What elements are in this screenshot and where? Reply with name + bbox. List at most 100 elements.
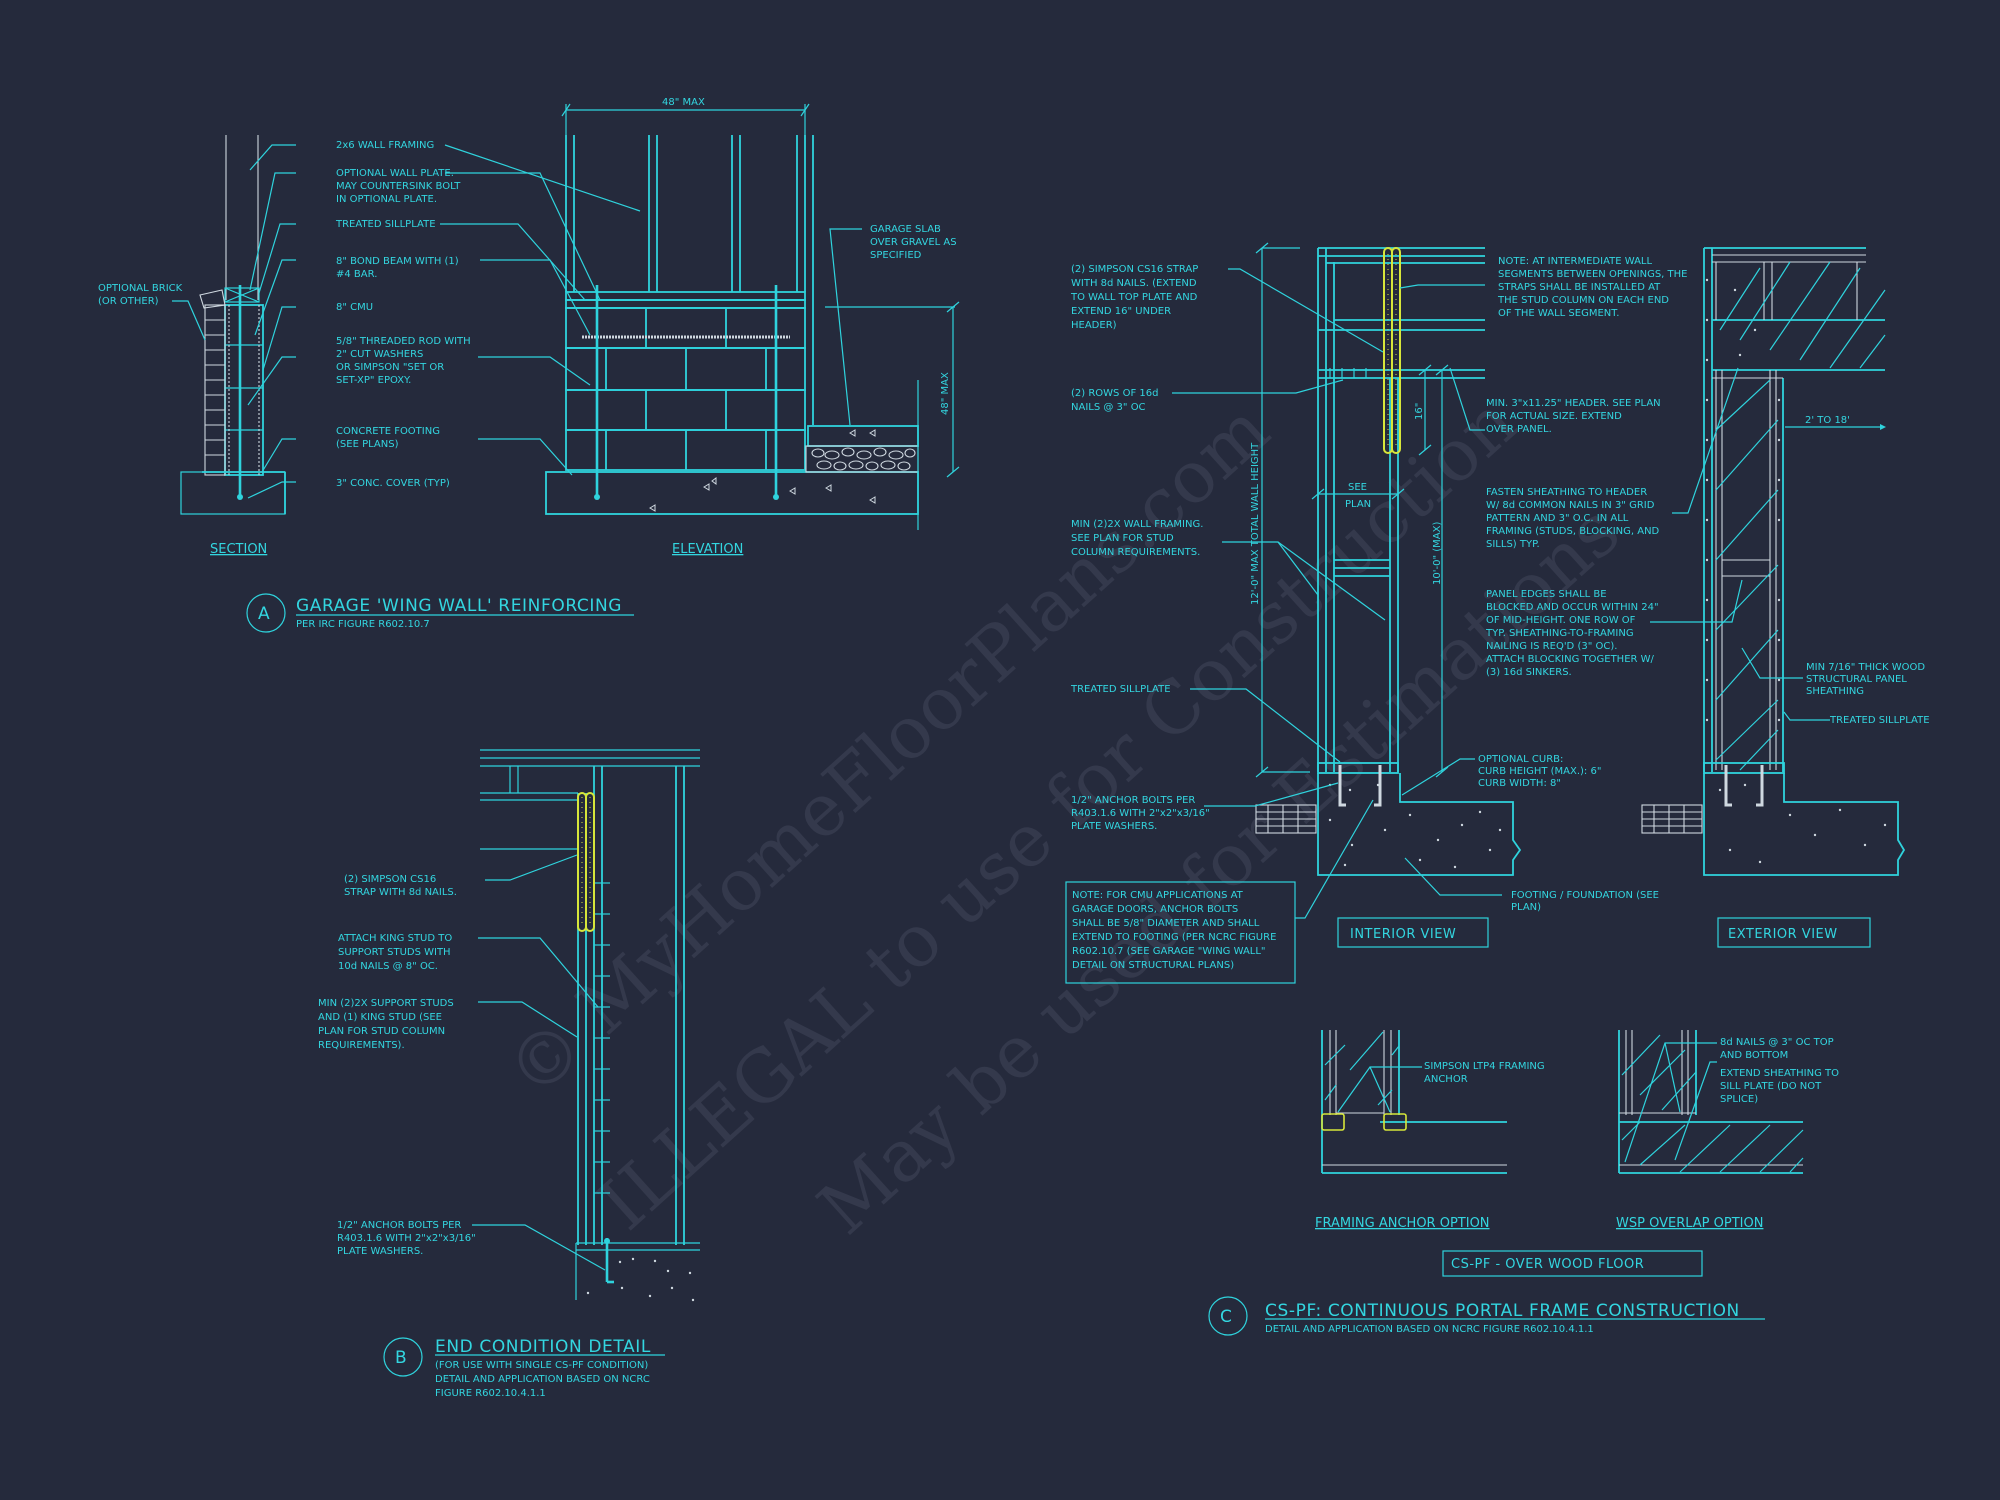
note-c-sillplate: TREATED SILLPLATE <box>1070 684 1171 695</box>
framing-anchor-option-drawing: SIMPSON LTP4 FRAMING ANCHOR FRAMING ANCH… <box>1315 1030 1545 1231</box>
detail-a-elevation-drawing: 48" MAX <box>545 97 960 557</box>
note-c-cmu-6: DETAIL ON STRUCTURAL PLANS) <box>1072 960 1234 971</box>
note-b-strap-1: (2) SIMPSON CS16 <box>344 874 436 885</box>
note-ltp4-1: SIMPSON LTP4 FRAMING <box>1424 1061 1545 1072</box>
note-c-cmu-5: R602.10.7 (SEE GARAGE "WING WALL" <box>1072 946 1266 957</box>
note-garage-slab: GARAGE SLAB OVER GRAVEL AS SPECIFIED <box>870 224 957 261</box>
note-garage-slab-1: GARAGE SLAB <box>870 224 941 235</box>
note-b-support-studs-4: REQUIREMENTS). <box>318 1040 405 1051</box>
detail-b-title: END CONDITION DETAIL <box>435 1337 651 1357</box>
note-c-intermediate-4: THE STUD COLUMN ON EACH END <box>1497 295 1669 306</box>
detail-a-title: GARAGE 'WING WALL' REINFORCING <box>296 596 622 616</box>
note-c-panel-6: ATTACH BLOCKING TOGETHER W/ <box>1486 654 1655 665</box>
dim-48-max-height: 48" MAX <box>940 372 951 415</box>
note-c-panel-4: TYP. SHEATHING-TO-FRAMING <box>1485 628 1634 639</box>
detail-b-marker: B <box>395 1348 407 1368</box>
note-c-sheathing-1: MIN 7/16" THICK WOOD <box>1806 662 1925 673</box>
note-optional-plate-3: IN OPTIONAL PLATE. <box>336 194 437 205</box>
framing-anchor-option-label: FRAMING ANCHOR OPTION <box>1315 1216 1490 1231</box>
note-c-cmu-4: EXTEND TO FOOTING (PER NCRC FIGURE <box>1072 932 1276 943</box>
note-b-support-studs-3: PLAN FOR STUD COLUMN <box>318 1026 445 1037</box>
note-b-strap-2: STRAP WITH 8d NAILS. <box>344 887 457 898</box>
detail-c-exterior-drawing: 2' TO 18' <box>1641 247 1906 876</box>
detail-c-exterior-notes: MIN 7/16" THICK WOOD STRUCTURAL PANEL SH… <box>1717 662 1930 948</box>
note-b-anchor-1: 1/2" ANCHOR BOLTS PER <box>337 1220 461 1231</box>
detail-a-title-block: A GARAGE 'WING WALL' REINFORCING PER IRC… <box>246 593 634 633</box>
detail-c-subtitle: DETAIL AND APPLICATION BASED ON NCRC FIG… <box>1265 1324 1594 1335</box>
note-b-king-stud-2: SUPPORT STUDS WITH <box>338 947 451 958</box>
note-c-strap-2: WITH 8d NAILS. (EXTEND <box>1071 278 1197 289</box>
note-c-sheathing-3: SHEATHING <box>1806 686 1864 697</box>
note-extend-sheathing-3: SPLICE) <box>1720 1094 1758 1105</box>
note-c-fasten-2: W/ 8d COMMON NAILS IN 3" GRID <box>1486 500 1655 511</box>
note-optional-plate-2: MAY COUNTERSINK BOLT <box>336 181 461 192</box>
note-b-king-stud-1: ATTACH KING STUD TO <box>338 933 452 944</box>
note-c-curb-1: OPTIONAL CURB: <box>1478 754 1563 765</box>
dim-48-max-width: 48" MAX <box>662 97 705 108</box>
note-threaded-rod-4: SET-XP" EPOXY. <box>336 375 411 386</box>
detail-a-section-notes: OPTIONAL BRICK (OR OTHER) 2x6 WALL FRAMI… <box>98 140 471 489</box>
note-footing-2: (SEE PLANS) <box>336 439 399 450</box>
elevation-label: ELEVATION <box>672 542 743 557</box>
note-b-king-stud-3: 10d NAILS @ 8" OC. <box>338 961 438 972</box>
note-c-nails-2: NAILS @ 3" OC <box>1071 402 1146 413</box>
note-c-strap-3: TO WALL TOP PLATE AND <box>1070 292 1198 303</box>
detail-c-marker: C <box>1220 1307 1232 1327</box>
over-wood-floor-label: CS-PF - OVER WOOD FLOOR <box>1451 1257 1644 1272</box>
exterior-view-box <box>1717 917 1871 948</box>
detail-b-title-block: B END CONDITION DETAIL (FOR USE WITH SIN… <box>383 1337 665 1399</box>
note-c-header-3: OVER PANEL. <box>1486 424 1552 435</box>
note-c-fasten-4: FRAMING (STUDS, BLOCKING, AND <box>1486 526 1660 537</box>
note-b-support-studs-1: MIN (2)2X SUPPORT STUDS <box>318 998 454 1009</box>
note-c-anchor-2: R403.1.6 WITH 2"x2"x3/16" <box>1071 808 1210 819</box>
dim-see-plan-2: PLAN <box>1345 499 1371 510</box>
note-c-panel-7: (3) 16d SINKERS. <box>1486 667 1572 678</box>
note-c-panel-5: NAILING IS REQ'D (3" OC). <box>1486 641 1617 652</box>
note-c-framing-2: SEE PLAN FOR STUD <box>1071 533 1174 544</box>
cmu-note-box <box>1065 881 1296 984</box>
detail-b-notes: (2) SIMPSON CS16 STRAP WITH 8d NAILS. AT… <box>318 874 476 1257</box>
note-optional-brick-2: (OR OTHER) <box>98 296 159 307</box>
wsp-overlap-option-label: WSP OVERLAP OPTION <box>1616 1216 1763 1231</box>
note-b-anchor-3: PLATE WASHERS. <box>337 1246 423 1257</box>
note-sillplate: TREATED SILLPLATE <box>335 219 436 230</box>
detail-c-title: CS-PF: CONTINUOUS PORTAL FRAME CONSTRUCT… <box>1265 1301 1740 1321</box>
note-garage-slab-2: OVER GRAVEL AS <box>870 237 957 248</box>
detail-b-drawing <box>472 749 700 1302</box>
note-c-intermediate-5: OF THE WALL SEGMENT. <box>1498 308 1619 319</box>
over-wood-floor-caption: CS-PF - OVER WOOD FLOOR <box>1442 1250 1703 1277</box>
note-c-panel-3: OF MID-HEIGHT. ONE ROW OF <box>1486 615 1636 626</box>
note-c-strap-5: HEADER) <box>1071 320 1117 331</box>
interior-view-box <box>1337 917 1489 948</box>
detail-c-interior-notes: (2) SIMPSON CS16 STRAP WITH 8d NAILS. (E… <box>1065 256 1687 984</box>
note-c-curb-3: CURB WIDTH: 8" <box>1478 778 1561 789</box>
dim-see-plan-1: SEE <box>1348 482 1367 493</box>
note-threaded-rod-1: 5/8" THREADED ROD WITH <box>336 336 471 347</box>
detail-b-subtitle-1: (FOR USE WITH SINGLE CS-PF CONDITION) <box>435 1360 648 1371</box>
exterior-view-label: EXTERIOR VIEW <box>1728 927 1838 942</box>
note-8d-nails-1: 8d NAILS @ 3" OC TOP <box>1720 1037 1834 1048</box>
note-b-anchor-2: R403.1.6 WITH 2"x2"x3/16" <box>337 1233 476 1244</box>
note-c-framing-3: COLUMN REQUIREMENTS. <box>1071 547 1200 558</box>
note-footing-1: CONCRETE FOOTING <box>336 426 440 437</box>
note-extend-sheathing-2: SILL PLATE (DO NOT <box>1720 1081 1822 1092</box>
detail-b-subtitle-2: DETAIL AND APPLICATION BASED ON NCRC <box>435 1374 650 1385</box>
note-c-nails-1: (2) ROWS OF 16d <box>1071 388 1158 399</box>
note-c-intermediate-1: NOTE: AT INTERMEDIATE WALL <box>1498 256 1653 267</box>
note-c-footing-2: PLAN) <box>1511 902 1541 913</box>
note-c-framing-1: MIN (2)2X WALL FRAMING. <box>1071 519 1203 530</box>
section-label: SECTION <box>210 542 267 557</box>
note-c-anchor-3: PLATE WASHERS. <box>1071 821 1157 832</box>
note-bond-beam-1: 8" BOND BEAM WITH (1) <box>336 256 459 267</box>
note-c-strap-1: (2) SIMPSON CS16 STRAP <box>1071 264 1198 275</box>
note-extend-sheathing-1: EXTEND SHEATHING TO <box>1720 1068 1839 1079</box>
detail-a-section-drawing: SECTION <box>172 135 641 557</box>
detail-a-subtitle: PER IRC FIGURE R602.10.7 <box>296 619 430 630</box>
note-threaded-rod-3: OR SIMPSON "SET OR <box>336 362 444 373</box>
note-c-ext-sillplate: TREATED SILLPLATE <box>1829 715 1930 726</box>
dim-total-wall-height: 12'-0" MAX TOTAL WALL HEIGHT <box>1250 442 1261 605</box>
note-c-header-1: MIN. 3"x11.25" HEADER. SEE PLAN <box>1486 398 1661 409</box>
note-optional-plate-1: OPTIONAL WALL PLATE. <box>336 168 454 179</box>
note-c-panel-1: PANEL EDGES SHALL BE <box>1486 589 1607 600</box>
note-8d-nails-2: AND BOTTOM <box>1720 1050 1788 1061</box>
